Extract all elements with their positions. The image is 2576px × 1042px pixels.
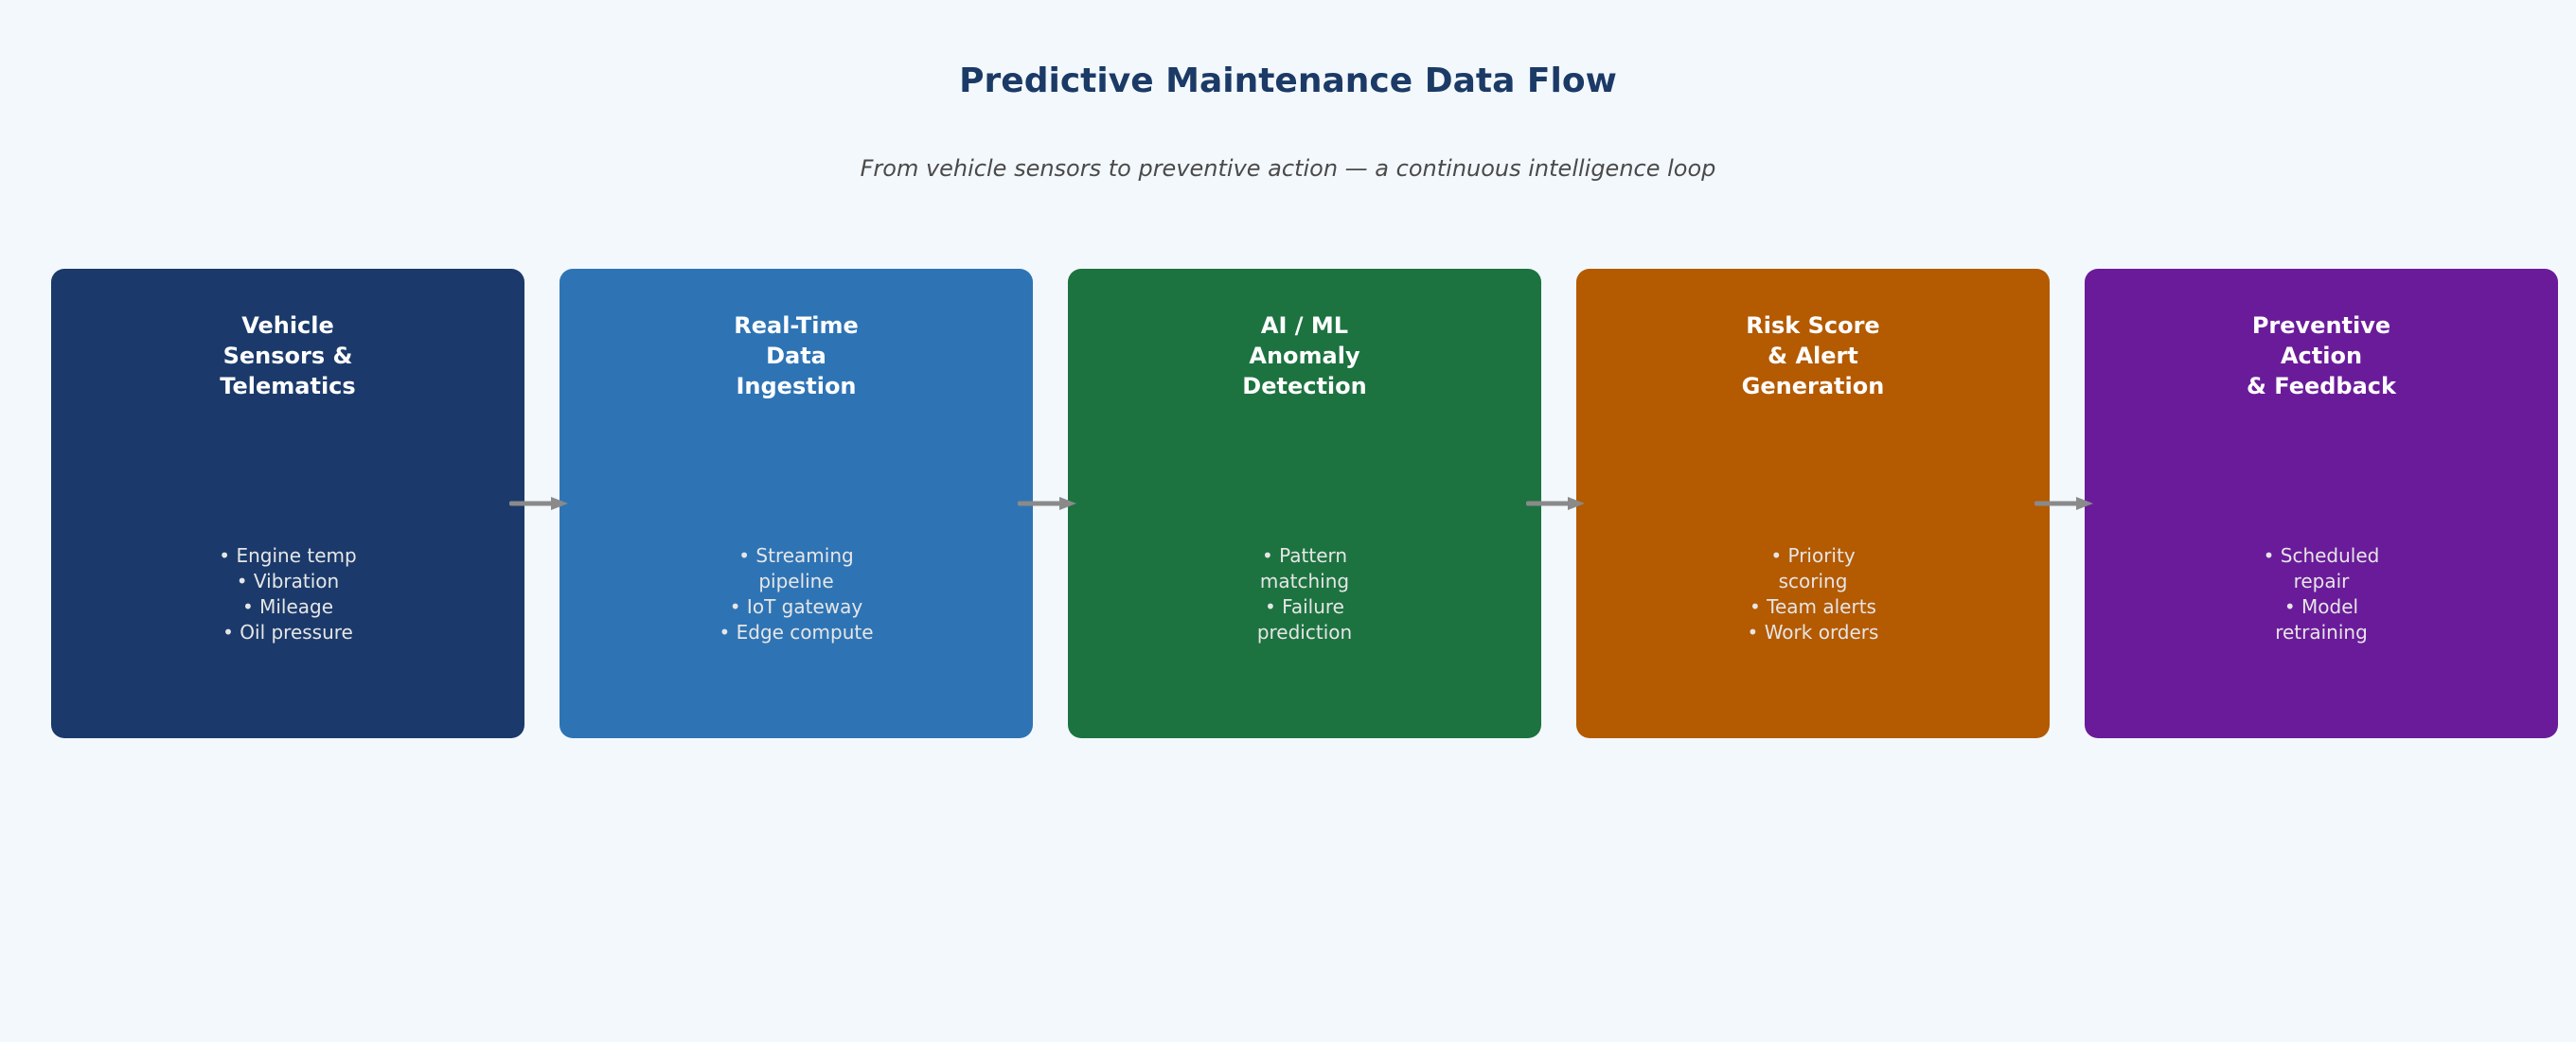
diagram-title: Predictive Maintenance Data Flow [959, 62, 1617, 100]
stage-box-preventive-action: Preventive Action & Feedback • Scheduled… [2085, 269, 2558, 738]
stage-box-anomaly-detection: AI / ML Anomaly Detection • Pattern matc… [1068, 269, 1541, 738]
stage-box-risk-score: Risk Score & Alert Generation • Priority… [1576, 269, 2050, 738]
stage-title: Preventive Action & Feedback [2246, 312, 2396, 399]
flow-arrow-icon [1526, 497, 1585, 510]
stage-box-vehicle-sensors: Vehicle Sensors & Telematics • Engine te… [51, 269, 524, 738]
stage-title: Risk Score & Alert Generation [1741, 312, 1885, 399]
stage-title: Real-Time Data Ingestion [734, 312, 859, 399]
stage-items: • Scheduled repair • Model retraining [2263, 544, 2380, 644]
stage-items: • Streaming pipeline • IoT gateway • Edg… [719, 544, 874, 644]
stage-items: • Engine temp • Vibration • Mileage • Oi… [219, 544, 357, 644]
stage-title: AI / ML Anomaly Detection [1242, 312, 1367, 399]
flow-arrow-icon [509, 497, 568, 510]
stage-items: • Priority scoring • Team alerts • Work … [1747, 544, 1879, 644]
stage-box-data-ingestion: Real-Time Data Ingestion • Streaming pip… [560, 269, 1033, 738]
stage-title: Vehicle Sensors & Telematics [220, 312, 356, 399]
diagram-subtitle: From vehicle sensors to preventive actio… [860, 155, 1716, 182]
stage-items: • Pattern matching • Failure prediction [1256, 544, 1353, 644]
flow-arrow-icon [1018, 497, 1076, 510]
flow-arrow-icon [2034, 497, 2093, 510]
